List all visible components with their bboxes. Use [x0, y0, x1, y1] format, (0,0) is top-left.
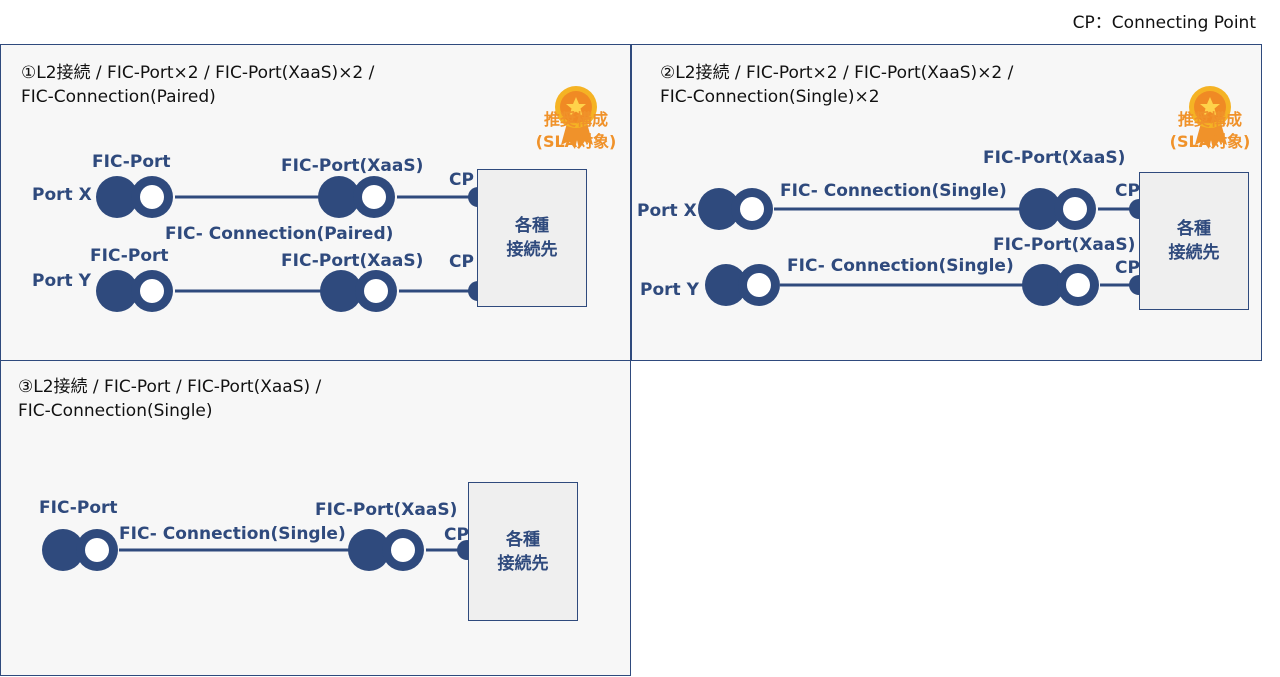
fic-port-y-icon — [705, 264, 780, 306]
connection-top-label: FIC- Connection(Single) — [780, 181, 1007, 201]
cp-top-label: CP — [1115, 181, 1140, 201]
port-y-label: Port Y — [32, 271, 92, 291]
panel-single-x2: ②L2接続 / FIC-Port×2 / FIC-Port(XaaS)×2 / … — [631, 44, 1262, 361]
port-x-label: Port X — [32, 185, 92, 205]
xaas-top-label: FIC-Port(XaaS) — [983, 148, 1125, 168]
panel-title-line2: FIC-Connection(Paired) — [21, 87, 216, 107]
cp-legend: CP：Connecting Point — [1072, 13, 1256, 33]
dest-line1: 各種 — [515, 216, 549, 236]
fic-port-x-icon — [698, 188, 773, 230]
fic-port-x-icon — [96, 176, 173, 218]
cp-label: CP — [444, 525, 469, 545]
medal-icon — [555, 86, 597, 149]
dest-line2: 接続先 — [497, 553, 549, 574]
fic-port-xaas-icon — [348, 529, 424, 571]
cp-top-label: CP — [449, 170, 474, 190]
fic-port-y-icon — [96, 270, 173, 312]
recommended-badge: 推奨構成 (SLA対象) — [521, 109, 631, 153]
dest-line2: 接続先 — [1168, 243, 1220, 263]
destination-box: 各種 接続先 — [468, 482, 578, 621]
xaas-label: FIC-Port(XaaS) — [315, 500, 457, 520]
fic-port-label: FIC-Port — [39, 498, 118, 518]
dest-line1: 各種 — [506, 529, 540, 550]
connection-label: FIC- Connection(Single) — [119, 524, 346, 544]
panel-title-line2: FIC-Connection(Single)×2 — [660, 87, 880, 107]
medal-icon — [1189, 86, 1231, 149]
fic-port-xaas-top-icon — [1019, 188, 1096, 230]
fic-port-bottom-label: FIC-Port — [90, 246, 169, 266]
panel-title: ②L2接続 / FIC-Port×2 / FIC-Port(XaaS)×2 / … — [660, 61, 1013, 109]
badge-line1: 推奨構成 — [1177, 110, 1242, 129]
port-y-label: Port Y — [640, 280, 700, 300]
destination-box: 各種 接続先 — [477, 169, 587, 307]
dest-line1: 各種 — [1177, 219, 1211, 239]
diagram-single: FIC-Port FIC-Port(XaaS) FIC- Connection(… — [39, 498, 477, 571]
diagram-paired: Port X Port Y FIC-Port FIC-Port FIC-Port… — [32, 86, 597, 312]
fic-port-top-label: FIC-Port — [92, 152, 171, 172]
panel-single: ③L2接続 / FIC-Port / FIC-Port(XaaS) / FIC-… — [0, 360, 631, 676]
panel-title-line2: FIC-Connection(Single) — [18, 401, 213, 421]
fic-port-icon — [42, 529, 118, 571]
connection-label: FIC- Connection(Paired) — [165, 224, 393, 244]
cp-bottom-label: CP — [1115, 258, 1140, 278]
connection-bottom-label: FIC- Connection(Single) — [787, 256, 1014, 276]
fic-port-xaas-top-icon — [318, 176, 395, 218]
panel-title-line1: ③L2接続 / FIC-Port / FIC-Port(XaaS) / — [18, 377, 322, 397]
panel-title: ③L2接続 / FIC-Port / FIC-Port(XaaS) / FIC-… — [18, 375, 321, 423]
recommended-badge: 推奨構成 (SLA対象) — [1155, 109, 1265, 153]
diagram-single-x2: Port X Port Y FIC-Port(XaaS) FIC-Port(Xa… — [637, 86, 1231, 306]
panel-title-line1: ①L2接続 / FIC-Port×2 / FIC-Port(XaaS)×2 / — [21, 63, 375, 83]
panel-paired: ①L2接続 / FIC-Port×2 / FIC-Port(XaaS)×2 / … — [0, 44, 631, 361]
port-x-label: Port X — [637, 201, 697, 221]
xaas-top-label: FIC-Port(XaaS) — [281, 156, 423, 176]
xaas-bottom-label: FIC-Port(XaaS) — [281, 251, 423, 271]
destination-box: 各種 接続先 — [1139, 172, 1249, 310]
fic-port-xaas-bottom-icon — [320, 270, 397, 312]
badge-line1: 推奨構成 — [543, 110, 608, 129]
xaas-bottom-label: FIC-Port(XaaS) — [993, 235, 1135, 255]
fic-port-xaas-bottom-icon — [1022, 264, 1099, 306]
badge-line2: (SLA対象) — [1169, 132, 1251, 151]
dest-line2: 接続先 — [506, 240, 558, 260]
panel-title: ①L2接続 / FIC-Port×2 / FIC-Port(XaaS)×2 / … — [21, 61, 374, 109]
badge-line2: (SLA対象) — [535, 132, 617, 151]
panel-title-line1: ②L2接続 / FIC-Port×2 / FIC-Port(XaaS)×2 / — [660, 63, 1014, 83]
cp-bottom-label: CP — [449, 252, 474, 272]
